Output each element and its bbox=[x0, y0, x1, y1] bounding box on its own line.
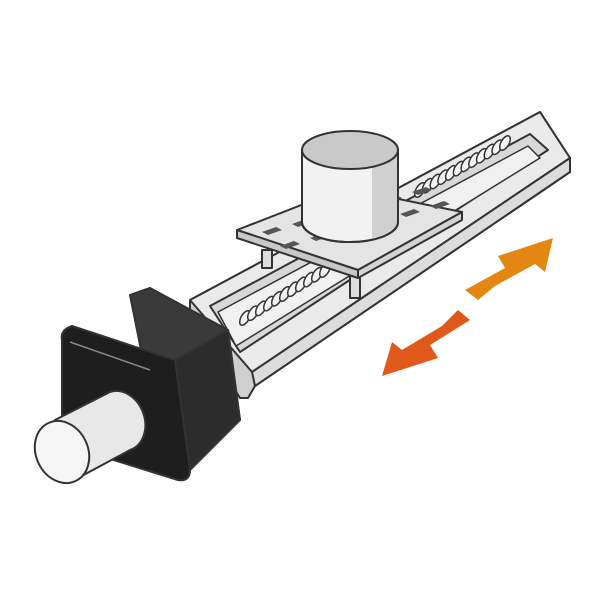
arrow-backward-icon bbox=[382, 310, 470, 376]
carriage-slot bbox=[412, 187, 432, 195]
carriage-slot bbox=[280, 241, 300, 249]
load-cylinder-icon bbox=[301, 130, 399, 243]
arrow-forward-icon bbox=[465, 238, 553, 300]
screw-coil bbox=[498, 135, 512, 151]
carriage-slot bbox=[400, 209, 420, 217]
carriage-slot bbox=[430, 201, 450, 209]
shaft-icon bbox=[33, 389, 147, 485]
carriage-slot bbox=[262, 227, 282, 235]
